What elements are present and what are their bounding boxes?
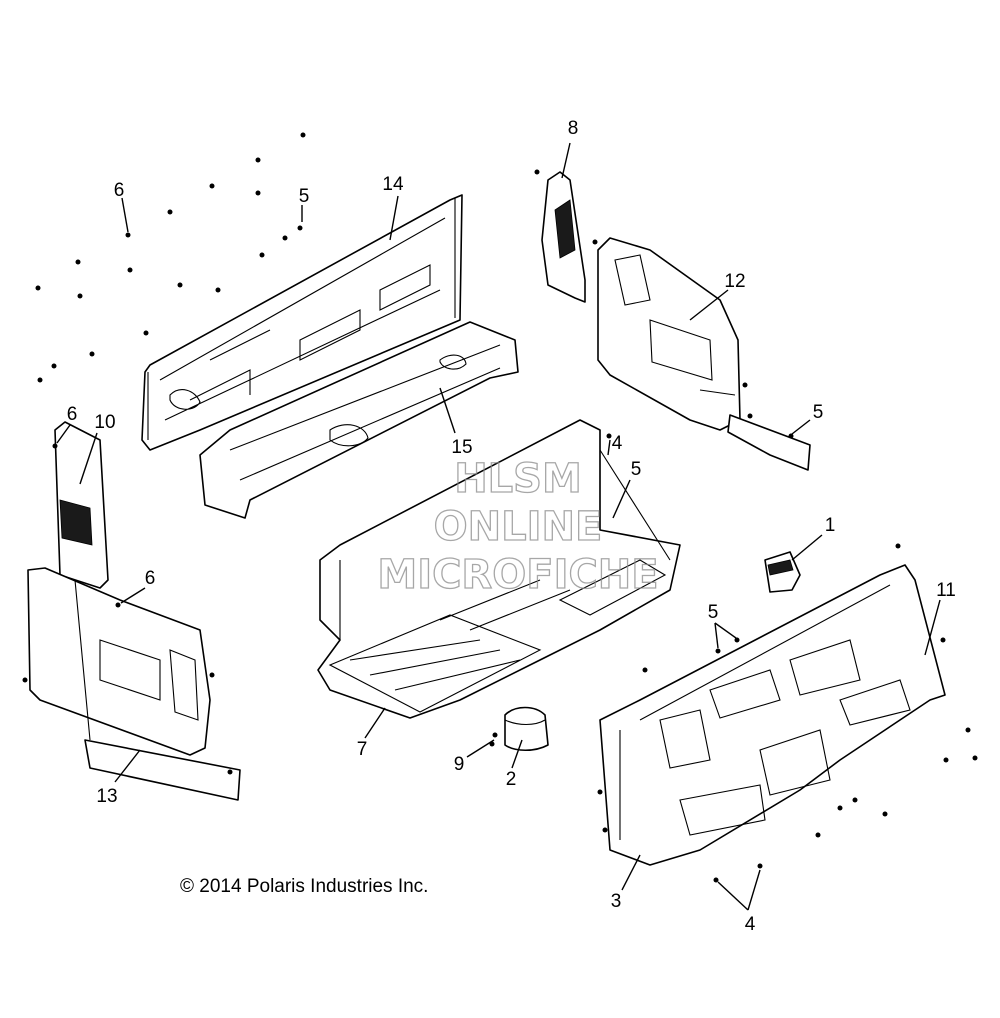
part-1-bracket [764, 551, 801, 593]
fasteners [22, 132, 978, 883]
part-14-rear-panel [141, 194, 463, 451]
callout-9: 9 [454, 754, 465, 775]
part-2-clamp [504, 706, 549, 752]
leader-lines [56, 142, 941, 911]
callout-4-lower: 4 [745, 914, 756, 935]
callout-2: 2 [506, 769, 517, 790]
watermark-line-3: MICROFICHE [377, 552, 658, 598]
part-3-front-bulkhead [599, 564, 946, 866]
callout-13: 13 [96, 786, 117, 807]
callout-7: 7 [357, 739, 368, 760]
callout-5-center: 5 [631, 459, 642, 480]
callout-4-upper: 4 [612, 433, 623, 454]
copyright-notice: © 2014 Polaris Industries Inc. [180, 876, 428, 897]
callout-5-top: 5 [299, 186, 310, 207]
callout-14: 14 [382, 174, 404, 195]
part-12-right-panel [597, 237, 811, 471]
callout-8: 8 [568, 118, 579, 139]
callout-6-top: 6 [114, 180, 125, 201]
callout-5-right: 5 [813, 402, 824, 423]
part-13-left-panel [27, 567, 241, 801]
watermark-line-1: HLSM [454, 456, 582, 502]
callouts: 1 2 3 4 4 5 5 5 5 6 6 6 7 8 9 10 11 12 1… [67, 118, 956, 935]
part-7-cargo-floor [317, 419, 681, 719]
callout-6-panel: 6 [145, 568, 156, 589]
callout-12: 12 [724, 271, 745, 292]
part-8-grille [541, 171, 586, 303]
part-10-grille [54, 421, 109, 589]
callout-10: 10 [94, 412, 115, 433]
callout-1: 1 [825, 515, 836, 536]
callout-15: 15 [451, 437, 472, 458]
callout-11: 11 [936, 580, 956, 601]
callout-3: 3 [611, 891, 622, 912]
part-15-cross-member [199, 321, 519, 519]
watermark: HLSM ONLINE MICROFICHE [377, 455, 660, 598]
callout-5-lower: 5 [708, 602, 719, 623]
watermark-line-2: ONLINE [434, 504, 603, 550]
callout-6-left: 6 [67, 404, 78, 425]
